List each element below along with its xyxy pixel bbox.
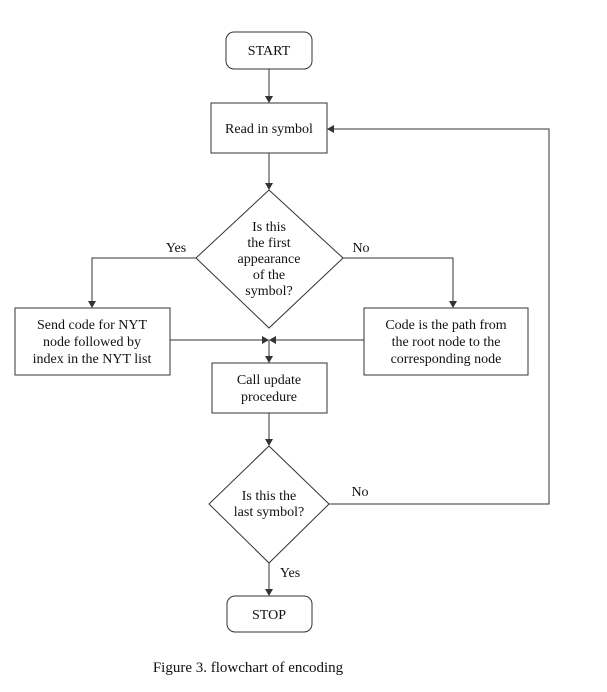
last-yes-label: Yes [280, 566, 300, 581]
edge-first-yes [91, 257, 196, 301]
first-no-label: No [352, 241, 369, 256]
update-procedure-node [211, 362, 328, 414]
arrowhead [265, 183, 273, 190]
first-appearance-line-5: symbol? [245, 284, 292, 299]
code-path-line-2: the root node to the [392, 335, 501, 350]
send-nyt-line-3: index in the NYT list [33, 352, 152, 367]
last-symbol-line-2: last symbol? [234, 505, 304, 520]
arrowhead [265, 96, 273, 103]
read-symbol-node [210, 102, 328, 154]
stop-label: STOP [252, 608, 286, 623]
stop-node [226, 595, 313, 633]
start-label: START [248, 44, 291, 59]
last-symbol-line-1: Is this the [242, 489, 296, 504]
code-path-line-1: Code is the path from [385, 318, 506, 333]
arrowhead [262, 336, 269, 344]
arrowhead [269, 336, 276, 344]
code-path-line-3: corresponding node [391, 352, 502, 367]
update-line-1: Call update [237, 373, 301, 388]
edge-last-no-loop [329, 128, 550, 505]
arrowhead [327, 125, 334, 133]
send-nyt-code-node [14, 307, 171, 376]
first-appearance-line-1: Is this [252, 220, 286, 235]
arrowhead [265, 439, 273, 446]
last-no-label: No [351, 485, 368, 500]
figure-caption: Figure 3. flowchart of encoding [153, 660, 344, 676]
send-nyt-line-1: Send code for NYT [37, 318, 147, 333]
arrowhead [265, 356, 273, 363]
first-yes-label: Yes [166, 241, 186, 256]
update-line-2: procedure [241, 390, 297, 405]
send-nyt-line-2: node followed by [43, 335, 141, 350]
arrowhead [265, 589, 273, 596]
read-symbol-label: Read in symbol [225, 122, 313, 137]
first-appearance-line-3: appearance [238, 252, 301, 267]
first-appearance-decision [195, 189, 344, 329]
first-appearance-line-2: the first [247, 236, 290, 251]
code-path-node [363, 307, 529, 376]
arrowhead [449, 301, 457, 308]
first-appearance-line-4: of the [253, 268, 285, 283]
arrowhead [88, 301, 96, 308]
edge-first-no [343, 257, 454, 301]
